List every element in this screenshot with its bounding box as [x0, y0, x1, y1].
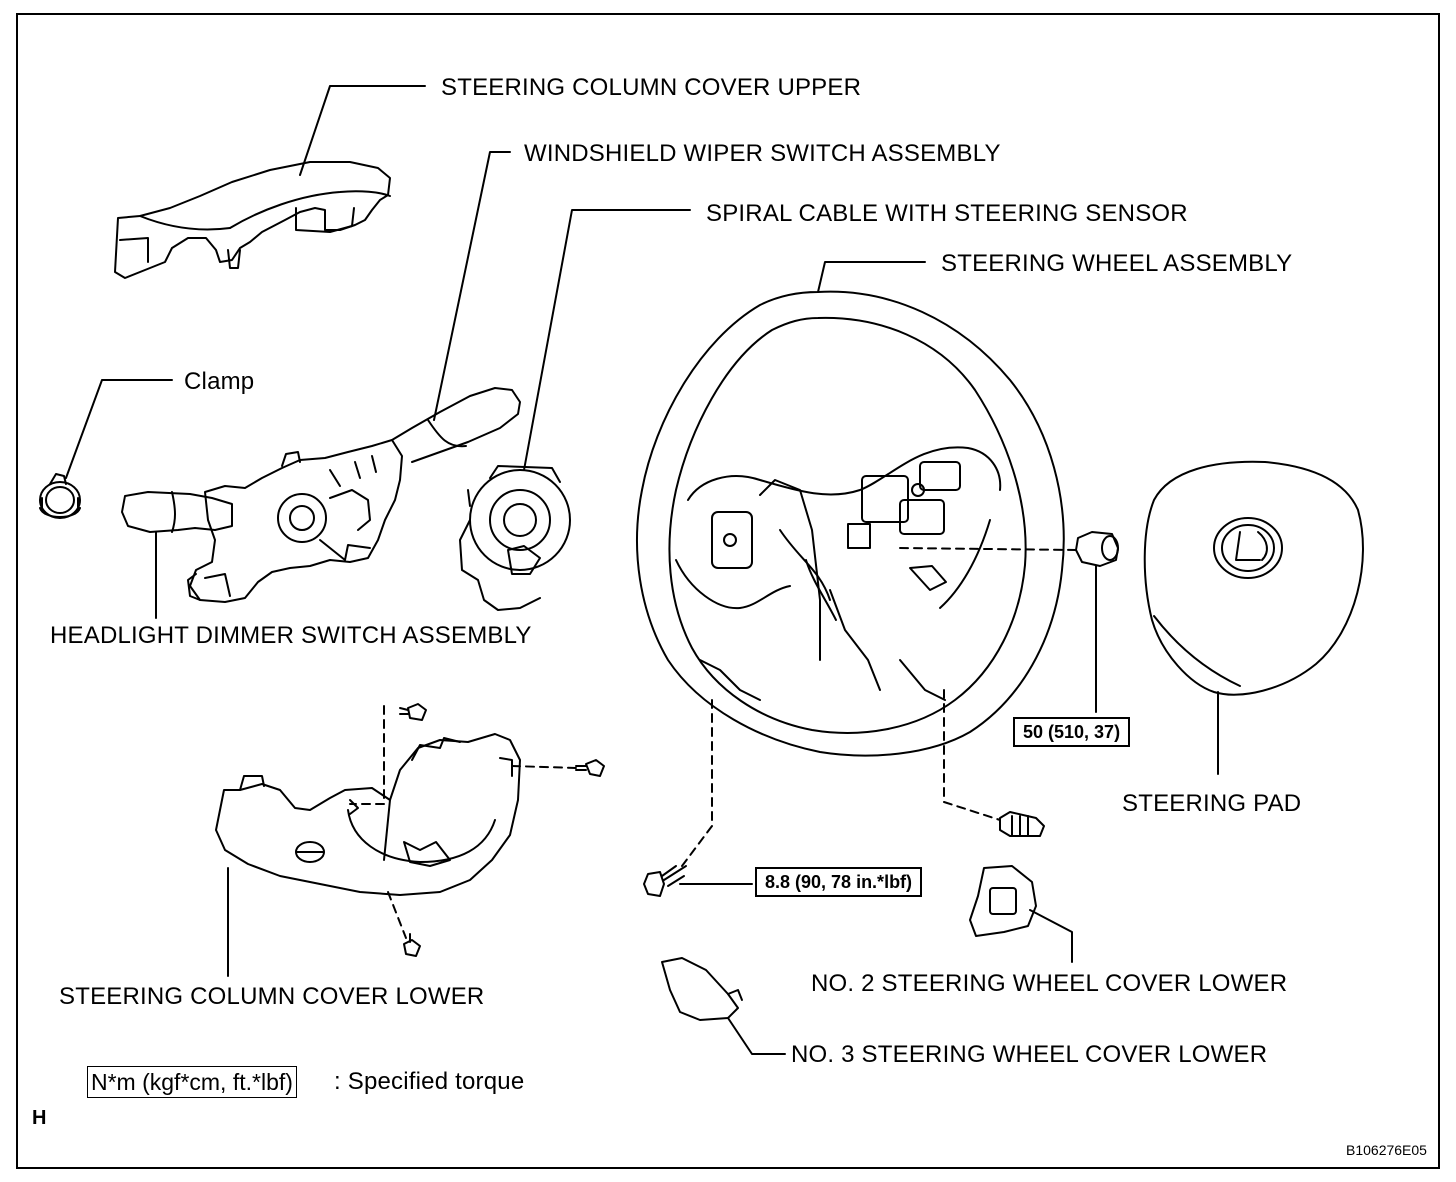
corner-letter: H	[32, 1107, 47, 1129]
label-clamp: Clamp	[184, 368, 255, 395]
label-steering-pad: STEERING PAD	[1122, 790, 1302, 817]
torque-box-screw: 8.8 (90, 78 in.*lbf)	[755, 867, 923, 897]
steering-pad-part	[1143, 460, 1364, 696]
clamp-part	[39, 473, 81, 519]
fasteners	[399, 703, 1045, 957]
legend-unit-box: N*m (kgf*cm, ft.*lbf)	[87, 1066, 297, 1098]
switch-assemblies-part	[121, 387, 521, 603]
diagram-frame	[16, 13, 1440, 1169]
spiral-cable-part	[459, 465, 571, 611]
figure-code: B106276E05	[1346, 1142, 1427, 1158]
torque-box-nut: 50 (510, 37)	[1013, 717, 1131, 747]
dashed-guides	[349, 547, 1077, 939]
label-spiral-cable: SPIRAL CABLE WITH STEERING SENSOR	[706, 200, 1188, 227]
label-wheel-assembly: STEERING WHEEL ASSEMBLY	[941, 250, 1293, 277]
label-column-cover-lower: STEERING COLUMN COVER LOWER	[59, 983, 485, 1010]
steering-wheel-part	[636, 290, 1065, 757]
label-headlight-switch: HEADLIGHT DIMMER SWITCH ASSEMBLY	[50, 622, 532, 649]
leader-lines	[65, 85, 1219, 1055]
column-cover-lower-part	[215, 733, 521, 896]
label-no3-cover: NO. 3 STEERING WHEEL COVER LOWER	[791, 1041, 1268, 1068]
wheel-covers-lower-parts	[661, 865, 1037, 1021]
column-cover-upper-part	[114, 161, 391, 279]
label-wiper-switch: WINDSHIELD WIPER SWITCH ASSEMBLY	[524, 140, 1001, 167]
label-column-cover-upper: STEERING COLUMN COVER UPPER	[441, 74, 862, 101]
wheel-nut-part	[1075, 531, 1119, 567]
label-no2-cover: NO. 2 STEERING WHEEL COVER LOWER	[811, 970, 1288, 997]
legend-description: : Specified torque	[334, 1068, 525, 1095]
